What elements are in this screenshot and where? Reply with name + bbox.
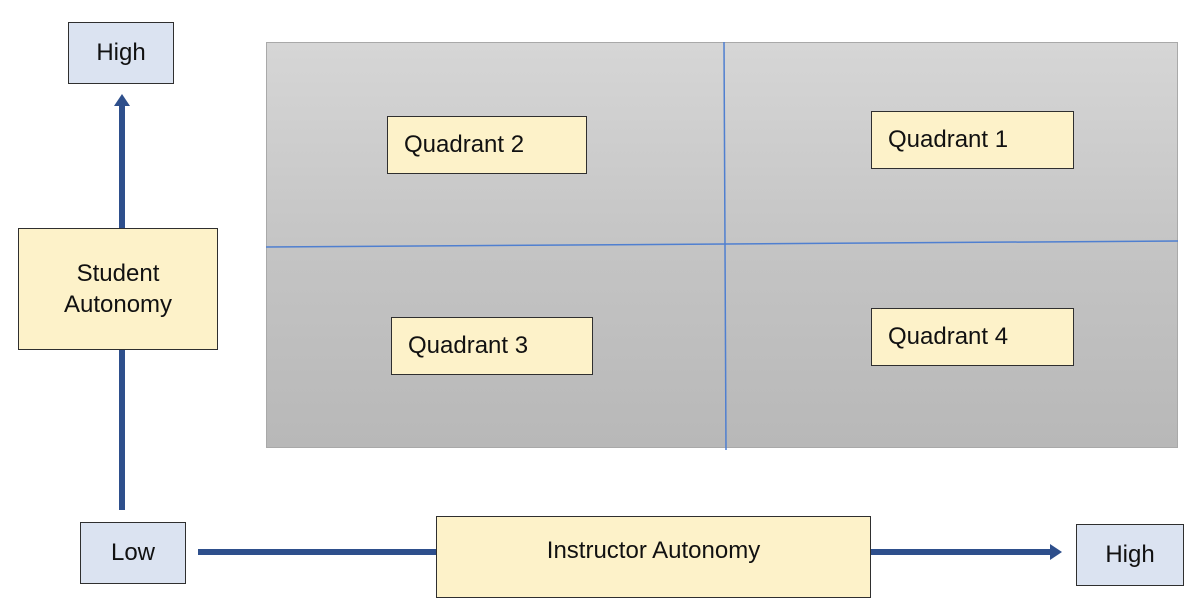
x-axis-high-label: High: [1076, 524, 1184, 586]
horizontal-divider-line: [265, 240, 1179, 248]
vertical-divider-line: [723, 41, 727, 451]
quadrant-3-label: Quadrant 3: [391, 317, 593, 375]
y-axis-arrow: [114, 94, 130, 510]
y-axis-high-label: High: [68, 22, 174, 84]
x-axis-arrow: [198, 544, 1062, 560]
quadrant-4-label: Quadrant 4: [871, 308, 1074, 366]
x-axis-title: Instructor Autonomy: [436, 516, 871, 598]
quadrant-panel: [266, 42, 1178, 448]
quadrant-1-label: Quadrant 1: [871, 111, 1074, 169]
y-axis-low-label: Low: [80, 522, 186, 584]
quadrant-2-label: Quadrant 2: [387, 116, 587, 174]
